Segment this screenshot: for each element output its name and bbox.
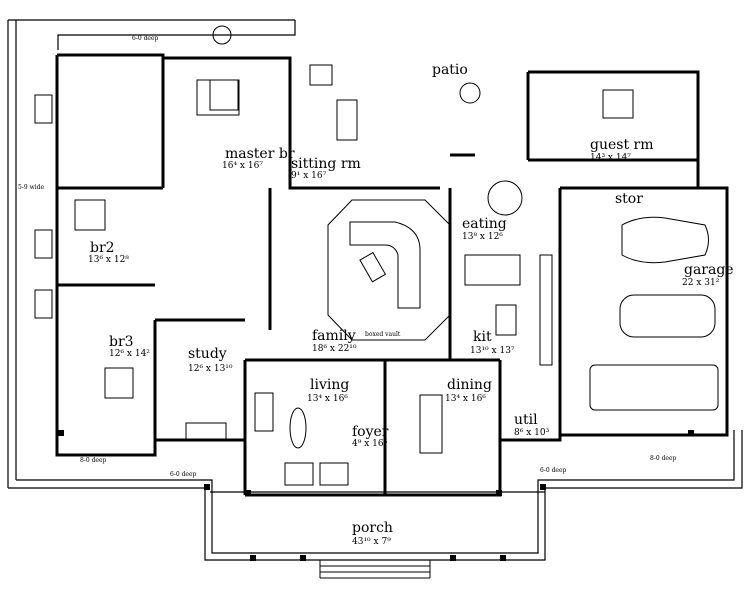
room-name-br3: br3	[109, 334, 134, 350]
room-size-guest-rm: 14³ x 14⁷	[590, 153, 631, 163]
room-name-study: study	[188, 346, 227, 362]
room-size-study: 12⁶ x 13¹⁰	[188, 364, 233, 374]
interior-walls	[57, 55, 698, 495]
room-size-sitting-rm: 9¹ x 16⁷	[291, 171, 327, 181]
room-size-foyer: 4⁹ x 16⁶	[352, 439, 388, 449]
room-size-master-br: 16⁴ x 16⁷	[222, 161, 263, 171]
room-size-kit: 13¹⁰ x 13⁷	[470, 346, 515, 356]
porch-depth-note-right-front: 6-0 deep	[540, 467, 567, 474]
room-size-garage: 22 x 31²	[682, 278, 720, 288]
room-size-br3: 12⁶ x 14²	[109, 349, 150, 359]
exterior-walls	[55, 53, 729, 497]
room-name-patio: patio	[432, 62, 468, 78]
porch-columns	[58, 430, 694, 561]
room-size-living: 13⁴ x 16⁶	[307, 394, 348, 404]
room-size-family: 18⁶ x 22¹⁰	[312, 344, 357, 354]
room-name-garage: garage	[684, 262, 734, 278]
room-name-stor: stor	[615, 191, 643, 207]
room-name-util: util	[514, 412, 538, 428]
porch-width-note-left: 5-9 wide	[18, 184, 45, 191]
room-name-living: living	[310, 377, 350, 393]
boxed-vault-outline	[327, 199, 451, 341]
room-size-util: 8⁶ x 10³	[514, 428, 550, 438]
boxed-vault-note: boxed vault	[365, 331, 401, 338]
porch-depth-note-left-front: 6-0 deep	[170, 471, 197, 478]
porch-depth-note-left: 8-0 deep	[80, 457, 107, 464]
room-name-kit: kit	[473, 329, 492, 345]
room-name-master-br: master br	[225, 146, 295, 162]
furniture	[34, 25, 719, 486]
room-name-foyer: foyer	[352, 424, 389, 440]
room-size-br2: 13⁶ x 12⁸	[88, 255, 129, 265]
room-name-dining: dining	[447, 377, 492, 393]
room-name-eating: eating	[462, 216, 507, 232]
room-name-family: family	[312, 328, 356, 344]
room-size-dining: 13⁴ x 16⁶	[445, 394, 486, 404]
room-name-sitting-rm: sitting rm	[291, 156, 361, 172]
room-name-porch: porch	[352, 520, 393, 536]
room-name-guest-rm: guest rm	[590, 137, 654, 153]
porch-depth-note-right: 8-0 deep	[650, 455, 677, 462]
room-size-eating: 13⁸ x 12⁶	[462, 232, 503, 242]
porch-depth-note-top: 6-0 deep	[132, 35, 159, 42]
room-size-porch: 43¹⁰ x 7⁹	[352, 537, 391, 547]
room-name-br2: br2	[90, 240, 115, 256]
